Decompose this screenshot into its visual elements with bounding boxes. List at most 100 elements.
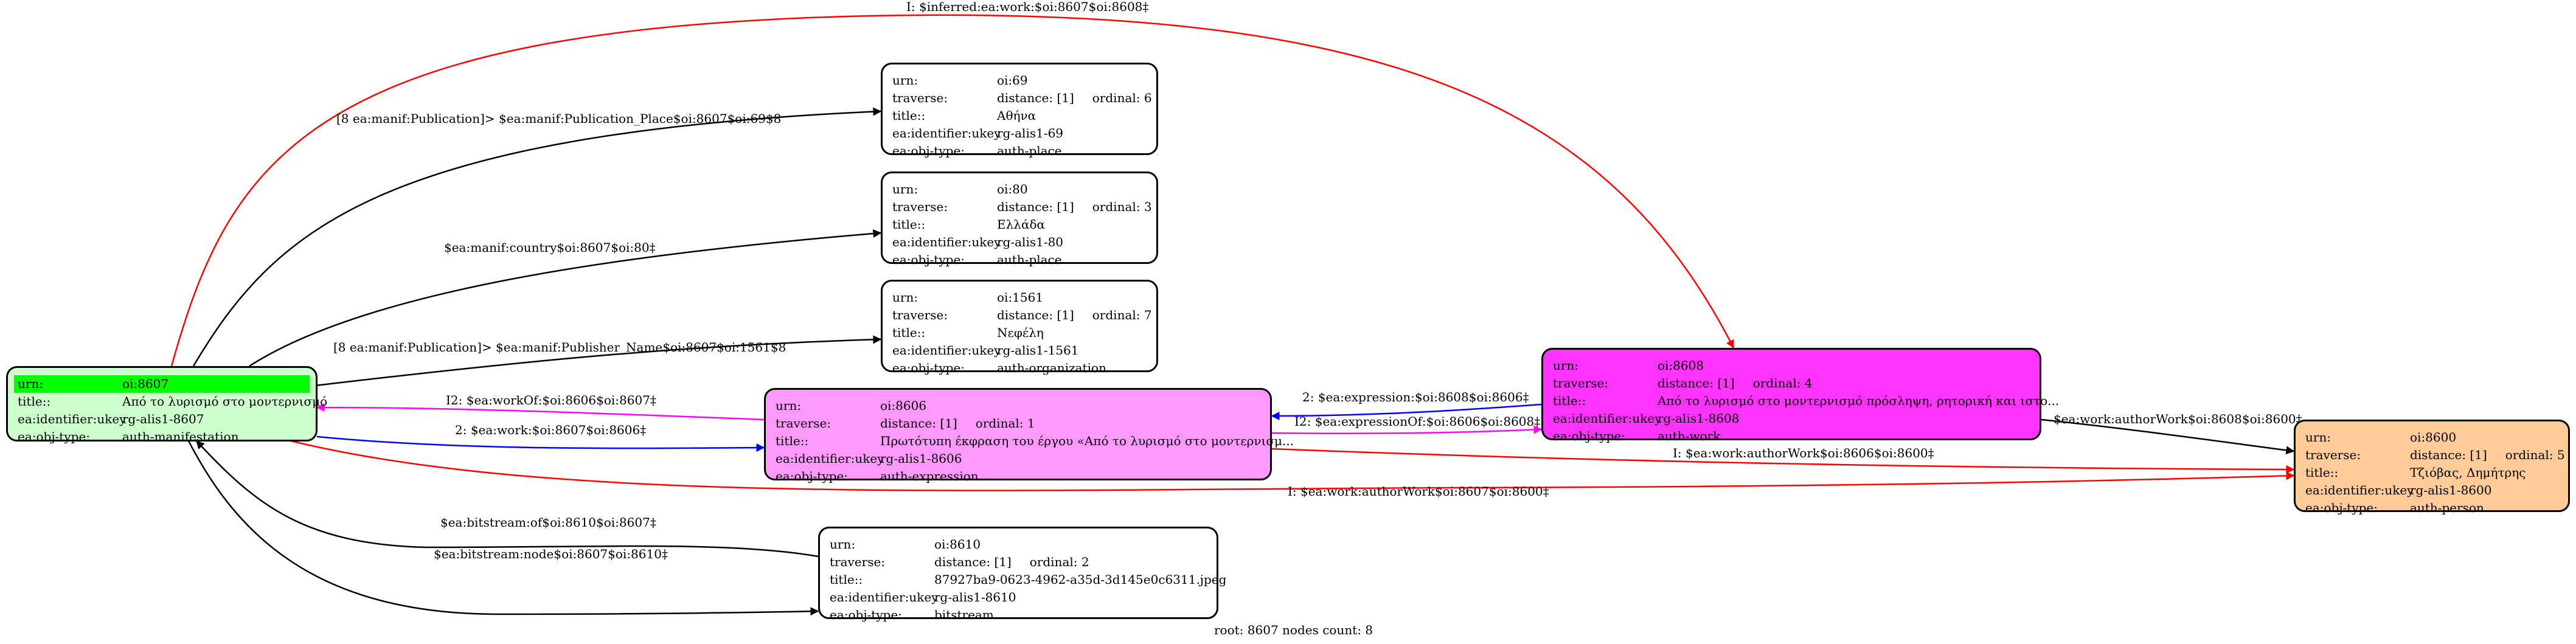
node-objtype: bitstream (934, 608, 994, 622)
node-1561[interactable]: urn:oi:1561 traverse:distance: [1]ordina… (881, 280, 1158, 375)
edge-label-work: 2: $ea:work:$oi:8607$oi:8606‡ (455, 423, 646, 437)
node-traverse: distance: [1] (2410, 448, 2487, 462)
node-urn: oi:8610 (934, 537, 981, 552)
field-label: ea:obj-type: (830, 608, 903, 622)
edge-label-authorWork-8608: $ea:work:authorWork$oi:8608$oi:8600‡ (2054, 412, 2302, 426)
edge-label-authorWork-8606: I: $ea:work:authorWork$oi:8606$oi:8600‡ (1673, 446, 1934, 460)
node-objtype: auth-place (997, 144, 1062, 158)
graph-footer: root: 8607 nodes count: 8 (1214, 623, 1373, 637)
node-ukey: rg-alis1-8608 (1658, 411, 1740, 426)
node-urn: oi:8600 (2410, 430, 2457, 445)
edge-authorWork-8608 (2041, 418, 2295, 455)
field-label: title:: (1553, 393, 1586, 408)
field-label: ea:obj-type: (892, 361, 965, 375)
node-8608[interactable]: urn: oi:8608 traverse: distance: [1] ordina… (1541, 348, 2059, 443)
edge-bitstream-of (196, 440, 819, 558)
edge-label-authorWork-8607: I: $ea:work:authorWork$oi:8607$oi:8600‡ (1288, 484, 1549, 499)
node-ukey: rg-alis1-69 (997, 126, 1064, 140)
node-ordinal: ordinal: 7 (1092, 308, 1152, 322)
edge-work (316, 435, 765, 452)
field-label: ea:identifier:ukey (892, 343, 1001, 358)
field-label: traverse: (892, 91, 948, 105)
node-title: Πρωτότυπη έκφραση του έργου «Από το λυρι… (880, 434, 1294, 448)
edge-label-workOf: I2: $ea:workOf:$oi:8606$oi:8607‡ (446, 393, 656, 407)
field-label: title:: (892, 217, 926, 232)
node-traverse: distance: [1] (880, 416, 957, 431)
node-8607-urn-row: urn: oi:8607 (14, 375, 310, 393)
field-label: traverse: (1553, 376, 1609, 390)
field-label: urn: (2305, 430, 2331, 445)
node-ordinal: ordinal: 4 (1752, 376, 1813, 390)
node-traverse: distance: [1] (934, 555, 1012, 569)
field-label: ea:identifier:ukey (776, 451, 884, 466)
edge-label-bitstream-node: $ea:bitstream:node$oi:8607$oi:8610‡ (434, 547, 668, 561)
node-objtype: auth-organization (997, 361, 1106, 375)
field-label: traverse: (892, 308, 948, 322)
node-8607[interactable]: urn: oi:8607 title::Από το λυρισμό στο μ… (6, 366, 327, 444)
node-objtype: auth-place (997, 252, 1062, 267)
field-label: urn: (18, 376, 44, 391)
field-label: ea:obj-type: (1553, 429, 1626, 443)
node-urn: oi:69 (997, 73, 1028, 88)
edge-bitstream-node (187, 440, 819, 616)
node-traverse: distance: [1] (1658, 376, 1735, 390)
node-title: Από το λυρισμό στο μοντερνισμό πρόσληψη,… (1658, 393, 2060, 408)
node-ordinal: ordinal: 2 (1029, 555, 1089, 569)
field-label: urn: (776, 398, 802, 413)
field-label: urn: (892, 182, 918, 196)
field-label: traverse: (2305, 448, 2361, 462)
field-label: traverse: (892, 199, 948, 214)
node-ukey: rg-alis1-80 (997, 235, 1064, 249)
field-label: title:: (2305, 465, 2339, 480)
node-title: Αθήνα (997, 108, 1036, 123)
field-label: ea:identifier:ukey (892, 235, 1001, 249)
edge-authorWork-8607 (285, 438, 2295, 491)
field-label: ea:identifier:ukey (830, 590, 939, 604)
edge-expression (1271, 403, 1542, 420)
field-label: urn: (1553, 358, 1579, 373)
node-80[interactable]: urn:oi:80 traverse:distance: [1]ordinal:… (881, 171, 1158, 267)
field-label: urn: (830, 537, 856, 552)
node-objtype: auth-person (2410, 500, 2484, 515)
edge-label-country: $ea:manif:country$oi:8607$oi:80‡ (444, 240, 656, 255)
edge-label-expression: 2: $ea:expression:$oi:8608$oi:8606‡ (1302, 390, 1529, 404)
edge-country (249, 229, 882, 367)
field-label: ea:obj-type: (2305, 500, 2378, 515)
node-objtype: auth-expression (880, 469, 979, 483)
node-objtype: auth-work (1658, 429, 1721, 443)
edge-label-publication-place: [8 ea:manif:Publication]> $ea:manif:Publ… (336, 111, 781, 126)
node-ordinal: ordinal: 3 (1092, 199, 1152, 214)
node-objtype: auth-manifestation (122, 429, 239, 444)
node-title: 87927ba9-0623-4962-a35d-3d145e0c6311.jpe… (934, 572, 1227, 587)
edge-workOf (316, 403, 765, 421)
node-title: Από το λυρισμό στο μοντερνισμό (122, 394, 328, 409)
field-label: urn: (892, 73, 918, 88)
node-ordinal: ordinal: 6 (1092, 91, 1152, 105)
field-label: title:: (776, 434, 809, 448)
edge-publisher (274, 335, 882, 392)
field-label: ea:obj-type: (776, 469, 849, 483)
edge-label-bitstream-of: $ea:bitstream:of$oi:8610$oi:8607‡ (440, 515, 656, 530)
node-urn: oi:80 (997, 182, 1028, 196)
node-urn: oi:8607 (122, 376, 169, 391)
edge-authorWork-8606 (1271, 448, 2295, 474)
edge-publication-place (192, 107, 882, 367)
field-label: ea:identifier:ukey (1553, 411, 1662, 426)
node-ordinal: ordinal: 1 (975, 416, 1035, 431)
field-label: title:: (18, 394, 51, 409)
node-ukey: rg-alis1-1561 (997, 343, 1079, 358)
node-ordinal: ordinal: 5 (2505, 448, 2565, 462)
node-ukey: rg-alis1-8606 (880, 451, 962, 466)
node-8606[interactable]: urn:oi:8606 traverse:distance: [1]ordina… (764, 388, 1294, 483)
node-8610[interactable]: urn:oi:8610 traverse:distance: [1]ordina… (818, 527, 1226, 622)
edge-label-inferred-work: I: $inferred:ea:work:$oi:8607$oi:8608‡ (906, 0, 1148, 14)
node-urn: oi:8606 (880, 398, 927, 413)
node-title: Ελλάδα (997, 217, 1046, 232)
node-8600[interactable]: urn: oi:8600 traverse: distance: [1] ordina… (2294, 420, 2570, 515)
node-69[interactable]: urn:oi:69 traverse:distance: [1]ordinal:… (881, 63, 1158, 158)
field-label: ea:identifier:ukey (18, 412, 127, 426)
field-label: title:: (892, 108, 926, 123)
node-urn: oi:8608 (1658, 358, 1704, 373)
field-label: urn: (892, 290, 918, 305)
